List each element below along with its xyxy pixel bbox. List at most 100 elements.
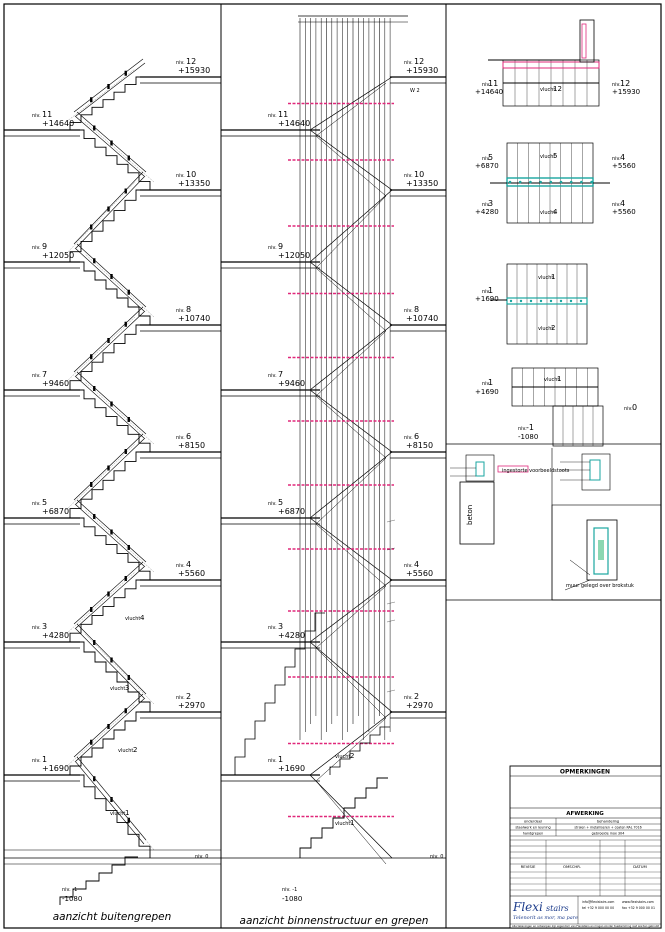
mid-level--1-niv: niv. -1: [282, 887, 297, 893]
contact-fax: fax +32 9 000 00 01: [622, 906, 655, 910]
mid-level-2-elev: +2970: [406, 701, 433, 710]
left-level-8-prefix: niv.: [176, 308, 185, 314]
contact-email: info@flexistairs.com: [582, 900, 614, 904]
plan2-flight-label: vlucht: [540, 210, 555, 216]
plan1-left-niv: 5: [488, 153, 493, 162]
left-level--1-niv: niv. -1: [62, 887, 77, 893]
finish-row-2-part: handgrepen: [523, 832, 543, 836]
brand-logo: Flexi: [512, 900, 543, 914]
mid-level-7-prefix: niv.: [268, 373, 277, 379]
left-flight-0: [69, 76, 147, 130]
contact-tel: tel +32 9 000 00 00: [582, 906, 614, 910]
left-level-9-elev: +12050: [42, 251, 74, 260]
left-level-1-niv: 1: [42, 755, 47, 764]
left-flight-number-2: 3: [125, 684, 129, 692]
mid-level-8-niv: 8: [414, 305, 419, 314]
plan3-left-niv: 1: [488, 286, 493, 295]
concrete-label: beton: [466, 505, 474, 525]
detail-1-profile: [475, 461, 485, 477]
mid-level-5-prefix: niv.: [268, 501, 277, 507]
finish-row-1-treatment: stralen + metalliseren + coaten RAL 7016: [574, 826, 641, 830]
sheet-frame: [3, 3, 662, 929]
mid-level-6-prefix: niv.: [404, 435, 413, 441]
detail-3-body: [586, 519, 618, 581]
plan-0: [488, 19, 600, 107]
left-flight-6: [69, 451, 147, 518]
mid-level-3-niv: 3: [278, 622, 283, 631]
left-flight-3: [73, 261, 151, 325]
mid-level-7-elev: +9460: [278, 379, 305, 388]
left-level-10-elev: +13350: [178, 179, 210, 188]
plan3-flight-label-a: vlucht: [538, 275, 553, 281]
plan3-flight-number-b: 2: [551, 324, 555, 332]
revision-label: REVISIE: [521, 864, 536, 869]
mid-level-1-elev: +1690: [278, 764, 305, 773]
mid-flight-label-2: vlucht: [335, 754, 350, 760]
left-level-4-elev: +5560: [178, 569, 205, 578]
plan3-left-elev: +1690: [475, 295, 499, 303]
left-flight-11: [73, 774, 151, 858]
mid-level-10-prefix: niv.: [404, 173, 413, 179]
left-flight-label-2: vlucht: [110, 686, 125, 692]
mid-level-11-elev: +14640: [278, 119, 310, 128]
mid-level-3-prefix: niv.: [268, 625, 277, 631]
left-level-7-elev: +9460: [42, 379, 69, 388]
left-level-2-prefix: niv.: [176, 695, 185, 701]
mid-level-6-elev: +8150: [406, 441, 433, 450]
plan4-right-prefix: niv.: [624, 406, 633, 412]
mid-level-10-elev: +13350: [406, 179, 438, 188]
left-level-6-prefix: niv.: [176, 435, 185, 441]
mid-level-2-prefix: niv.: [404, 695, 413, 701]
mid-level-4-niv: 4: [414, 560, 419, 569]
plan2-right-elev: +5560: [612, 208, 636, 216]
middle-view-caption: aanzicht binnenstructuur en grepen: [240, 915, 429, 927]
detail-3-frame: [551, 504, 662, 601]
mid-base-flight: [299, 777, 388, 858]
left-level-6-niv: 6: [186, 432, 191, 441]
plan-2: [506, 263, 588, 345]
mid-flight-number-2: 2: [350, 752, 354, 760]
mid-level-4-elev: +5560: [406, 569, 433, 578]
left-level-9-prefix: niv.: [32, 245, 41, 251]
left-flight-2: [69, 189, 147, 262]
detail-3-inner: [593, 527, 609, 575]
plan1-right-prefix: niv.: [612, 156, 621, 162]
plan0-left-elev: +14640: [475, 88, 503, 96]
mid-level-6-niv: 6: [414, 432, 419, 441]
plan0-right-niv: 12: [620, 79, 630, 88]
plan0-left-niv: 11: [488, 79, 498, 88]
left-level-11-niv: 11: [42, 110, 52, 119]
left-level-2-niv: 2: [186, 692, 191, 701]
plan2-right-niv: 4: [620, 199, 625, 208]
date-label: DATUM: [633, 864, 647, 869]
left-level-4-prefix: niv.: [176, 563, 185, 569]
brand-logo-tail: stairs: [546, 904, 569, 913]
left-level-12-niv: 12: [186, 57, 196, 66]
plan5-left-elev: -1080: [518, 433, 538, 441]
mid-level-11-prefix: niv.: [268, 113, 277, 119]
left-level-2-elev: +2970: [178, 701, 205, 710]
left-flight-number-3: 4: [140, 614, 145, 622]
left-level-3-elev: +4280: [42, 631, 69, 640]
mid-level--1-elev: -1080: [282, 895, 302, 903]
detail-2-frame: [581, 453, 611, 491]
detail-3-note: muur gelegd over brokstuk: [566, 583, 634, 589]
left-view-caption: aanzicht buitengrepen: [53, 911, 172, 923]
mid-wall-mark: W 2: [410, 88, 420, 94]
left-level-8-elev: +10740: [178, 314, 210, 323]
plan4-left-elev: +1690: [475, 388, 499, 396]
mid-level-9-elev: +12050: [278, 251, 310, 260]
plan1-right-elev: +5560: [612, 162, 636, 170]
plan4-right-niv: 0: [632, 403, 637, 412]
left-level-11-prefix: niv.: [32, 113, 41, 119]
plan2-left-niv: 3: [488, 199, 493, 208]
left-level-10-prefix: niv.: [176, 173, 185, 179]
contact-web: www.flexistairs.com: [622, 900, 654, 904]
detail-1-callout: [497, 465, 529, 473]
plan0-flight-number: 12: [553, 85, 562, 93]
left-flight-number-0: 1: [125, 809, 129, 817]
mid-level-2-niv: 2: [414, 692, 419, 701]
inner-structure-view: niv.12+15930niv.11+14640niv.10+13350niv.…: [221, 15, 446, 903]
left-flight-label-3: vlucht: [125, 616, 140, 622]
plan0-right-prefix: niv.: [612, 82, 621, 88]
